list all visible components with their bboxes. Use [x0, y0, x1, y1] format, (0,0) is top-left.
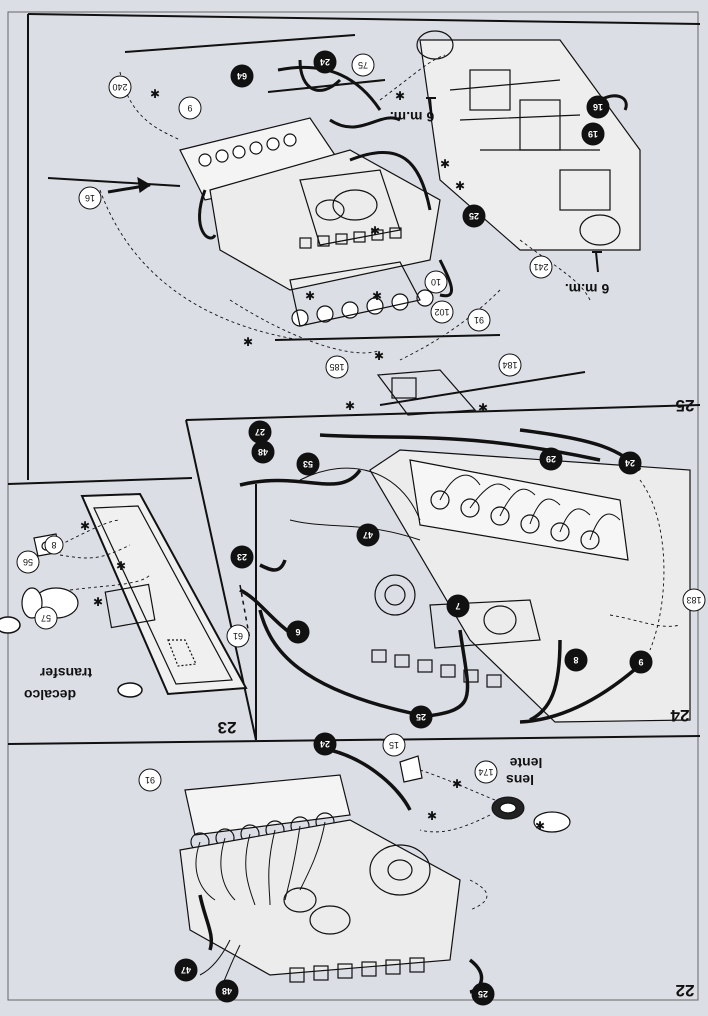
svg-text:✱: ✱ — [395, 89, 405, 103]
part-label-16: 16 — [85, 193, 95, 203]
part-label-61: 61 — [233, 631, 243, 641]
part-label-241: 241 — [533, 262, 548, 272]
svg-text:✱: ✱ — [370, 224, 380, 238]
svg-text:✱: ✱ — [535, 819, 545, 833]
panel-22-artwork — [179, 748, 571, 994]
part-label-10: 10 — [431, 277, 441, 287]
part-label-6: 6 — [295, 627, 300, 637]
screw-size-note-b: 6 m.m. — [565, 281, 609, 297]
svg-text:✱: ✱ — [80, 519, 90, 533]
lens-label: lens — [506, 772, 534, 788]
callouts — [16, 50, 706, 1006]
part-label-91-b: 91 — [145, 775, 155, 785]
part-label-102: 102 — [434, 307, 449, 317]
part-label-56: 56 — [23, 557, 33, 567]
part-label-24: 24 — [320, 57, 330, 67]
panel-23-artwork — [0, 492, 248, 698]
part-label-24-b: 24 — [625, 458, 635, 468]
asterisk-markers: ✱ ✱ ✱ ✱ ✱ ✱ ✱ ✱ ✱ ✱ ✱ ✱ ✱ ✱ ✱ ✱ ✱ — [80, 87, 545, 833]
panel-number-23: 23 — [218, 718, 237, 737]
part-label-240: 240 — [112, 82, 127, 92]
part-label-9: 9 — [187, 103, 192, 113]
part-label-16-b: 16 — [593, 102, 603, 112]
panel-number-24: 24 — [670, 706, 689, 725]
svg-text:✱: ✱ — [345, 399, 355, 413]
part-label-25: 25 — [469, 211, 479, 221]
svg-text:✱: ✱ — [440, 157, 450, 171]
part-label-64: 64 — [237, 71, 247, 81]
part-label-15: 15 — [389, 740, 399, 750]
part-label-47: 47 — [363, 530, 373, 540]
part-label-24-c: 24 — [320, 739, 330, 749]
svg-text:✱: ✱ — [427, 809, 437, 823]
part-label-57: 57 — [41, 613, 51, 623]
panel-number-25: 25 — [676, 396, 695, 415]
lente-label: lente — [509, 755, 542, 771]
part-label-47-b: 47 — [181, 965, 191, 975]
part-label-25-b: 25 — [416, 712, 426, 722]
svg-text:✱: ✱ — [372, 289, 382, 303]
svg-text:✱: ✱ — [305, 289, 315, 303]
part-label-27: 27 — [255, 427, 265, 437]
panel-24-artwork — [239, 428, 691, 724]
decalco-label: decalco — [24, 687, 76, 703]
part-label-7: 7 — [455, 601, 460, 611]
panel-number-22: 22 — [676, 981, 695, 1000]
svg-text:✱: ✱ — [150, 87, 160, 101]
part-label-23: 23 — [237, 552, 247, 562]
svg-text:✱: ✱ — [452, 777, 462, 791]
part-label-8: 8 — [573, 655, 578, 665]
part-label-48: 48 — [258, 447, 268, 457]
transfer-label: transfer — [39, 665, 92, 681]
svg-text:✱: ✱ — [93, 595, 103, 609]
svg-text:✱: ✱ — [243, 335, 253, 349]
part-label-75: 75 — [358, 60, 368, 70]
part-label-183: 183 — [686, 595, 701, 605]
svg-text:✱: ✱ — [455, 179, 465, 193]
part-label-174: 174 — [478, 767, 493, 777]
part-label-19: 19 — [588, 129, 598, 139]
part-label-29: 29 — [546, 454, 556, 464]
part-label-53: 53 — [303, 459, 313, 469]
part-label-91: 91 — [474, 315, 484, 325]
part-label-184: 184 — [502, 360, 517, 370]
svg-text:✱: ✱ — [478, 401, 488, 415]
svg-text:✱: ✱ — [374, 349, 384, 363]
part-label-48-b: 48 — [222, 986, 232, 996]
part-label-9-b: 9 — [638, 657, 643, 667]
part-label-25-c: 25 — [478, 989, 488, 999]
part-label-8-c: 8 — [51, 540, 56, 550]
screw-size-note-a: 6 m.m. — [390, 109, 434, 125]
part-label-185: 185 — [329, 362, 344, 372]
panel-25-artwork — [47, 30, 641, 416]
svg-text:✱: ✱ — [116, 559, 126, 573]
